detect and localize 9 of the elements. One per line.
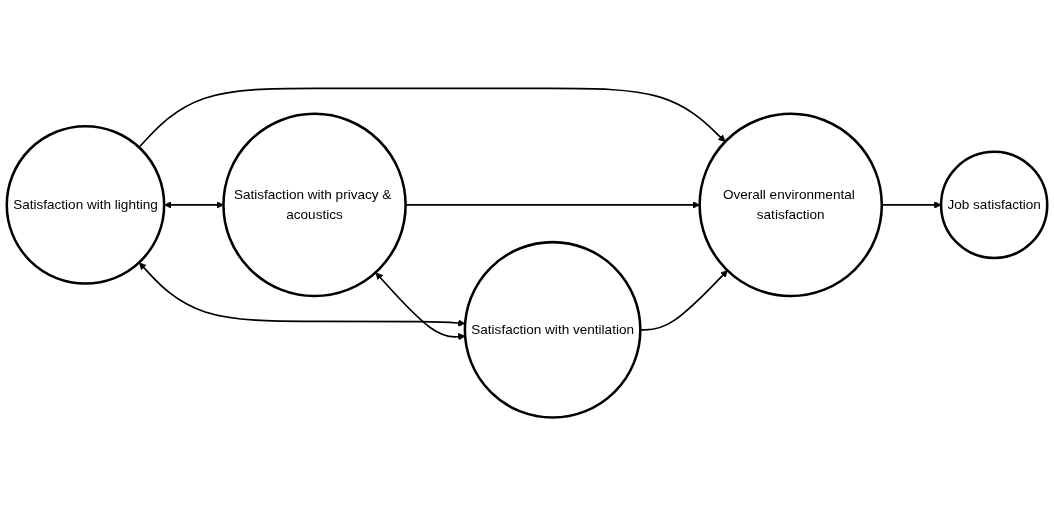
node-circle: Satisfaction with lighting — [5, 124, 166, 285]
arrow — [164, 201, 224, 209]
node-circle: Job satisfaction — [939, 150, 1049, 260]
node-circle: Satisfaction with privacy & acoustics — [222, 112, 407, 298]
arrow — [138, 87, 726, 149]
node-circle: Overall environmental satisfaction — [698, 112, 884, 298]
arrow — [375, 272, 466, 341]
arrow — [138, 262, 466, 327]
node-circle: Satisfaction with ventilation — [463, 240, 642, 419]
